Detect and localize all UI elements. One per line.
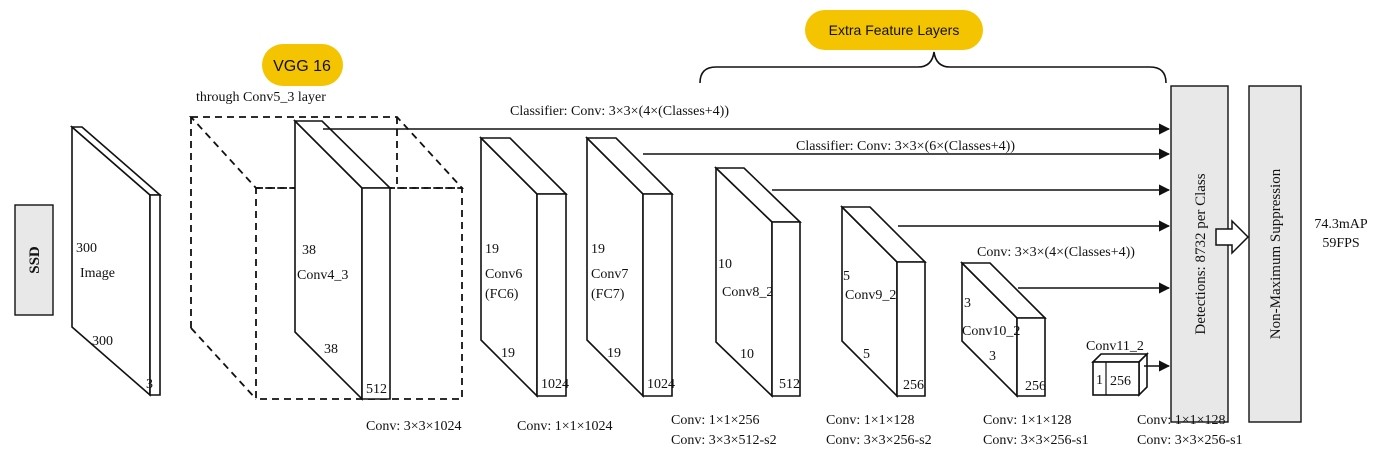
classifier-label-1: Classifier: Conv: 3×3×(4×(Classes+4)) [510,104,729,119]
conv10-2-bottom-dim: 3 [989,349,996,364]
caption-conv-3b: Conv: 3×3×512-s2 [671,433,777,448]
conv7-name-line2: (FC7) [591,287,625,302]
caption-conv-4a: Conv: 1×1×128 [826,413,915,428]
ssd-label-box: SSD [14,204,54,316]
conv11-2-name: Conv11_2 [1086,339,1144,354]
conv10-2-top-dim: 3 [964,296,971,311]
caption-conv-4b: Conv: 3×3×256-s2 [826,433,932,448]
conv10-2-block: 3 Conv10_2 3 256 [960,261,1047,398]
caption-conv-2: Conv: 1×1×1024 [517,419,613,434]
extra-feature-brace [699,51,1167,84]
caption-conv-6b: Conv: 3×3×256-s1 [1137,433,1243,448]
conv7-top-dim: 19 [591,242,605,257]
image-block: 300 Image 300 3 [69,125,163,397]
caption-conv-3a: Conv: 1×1×256 [671,413,760,428]
nms-panel: Non-Maximum Suppression [1248,85,1302,423]
conv8-2-bottom-dim: 10 [740,347,754,362]
caption-conv-5b: Conv: 3×3×256-s1 [983,433,1089,448]
conv6-name-line1: Conv6 [485,267,522,282]
classifier-label-3: Conv: 3×3×(4×(Classes+4)) [977,245,1135,260]
extra-feature-layers-badge: Extra Feature Layers [805,10,983,50]
conv6-bottom-dim: 19 [501,346,515,361]
conv7-block: 19 Conv7 (FC7) 19 1024 [585,136,675,398]
conv7-depth: 1024 [647,377,675,392]
image-top-dim: 300 [76,241,97,256]
ssd-label: SSD [27,246,43,274]
caption-conv-6a: Conv: 1×1×128 [1137,413,1226,428]
result-map: 74.3mAP [1314,217,1368,232]
vgg-caption: through Conv5_3 layer [196,90,326,105]
image-name: Image [80,266,115,281]
result-fps: 59FPS [1322,236,1359,251]
classifier-label-2: Classifier: Conv: 3×3×(6×(Classes+4)) [796,139,1015,154]
conv7-bottom-dim: 19 [607,346,621,361]
conv9-2-top-dim: 5 [843,269,850,284]
vgg16-badge-label: VGG 16 [273,58,331,75]
detections-panel: Detections: 8732 per Class [1170,85,1229,423]
extra-feature-layers-label: Extra Feature Layers [829,22,960,38]
conv8-2-block: 10 Conv8_2 10 512 [714,166,802,398]
conv9-2-depth: 256 [903,378,924,393]
classifier-arrows [323,123,1171,372]
conv4-3-top-dim: 38 [302,243,316,258]
image-bottom-dim: 300 [92,334,113,349]
hollow-arrow-icon [1215,219,1250,255]
conv6-name-line2: (FC6) [485,287,519,302]
caption-conv-1: Conv: 3×3×1024 [366,419,462,434]
conv10-2-name: Conv10_2 [962,324,1020,339]
vgg16-badge: VGG 16 [262,44,343,86]
conv6-block: 19 Conv6 (FC6) 19 1024 [479,136,569,398]
conv4-3-block: 38 Conv4_3 38 512 [293,119,392,401]
conv11-2-block: Conv11_2 1 256 [1086,339,1149,397]
conv6-top-dim: 19 [485,242,499,257]
conv7-name-line1: Conv7 [591,267,628,282]
conv11-2-depth: 256 [1110,374,1131,389]
image-depth: 3 [146,377,153,392]
conv9-2-block: 5 Conv9_2 5 256 [840,205,927,398]
conv11-2-top-dim: 1 [1096,373,1103,388]
conv9-2-bottom-dim: 5 [863,347,870,362]
conv10-2-depth: 256 [1025,379,1046,394]
detections-label: Detections: 8732 per Class [1193,173,1209,334]
conv8-2-name: Conv8_2 [722,285,773,300]
conv9-2-name: Conv9_2 [845,288,896,303]
nms-label: Non-Maximum Suppression [1268,168,1284,339]
caption-conv-5a: Conv: 1×1×128 [983,413,1072,428]
conv4-3-depth: 512 [366,382,387,397]
conv4-3-name: Conv4_3 [297,268,348,283]
conv4-3-bottom-dim: 38 [324,342,338,357]
conv8-2-depth: 512 [779,377,800,392]
conv8-2-top-dim: 10 [718,257,732,272]
conv6-depth: 1024 [541,377,569,392]
